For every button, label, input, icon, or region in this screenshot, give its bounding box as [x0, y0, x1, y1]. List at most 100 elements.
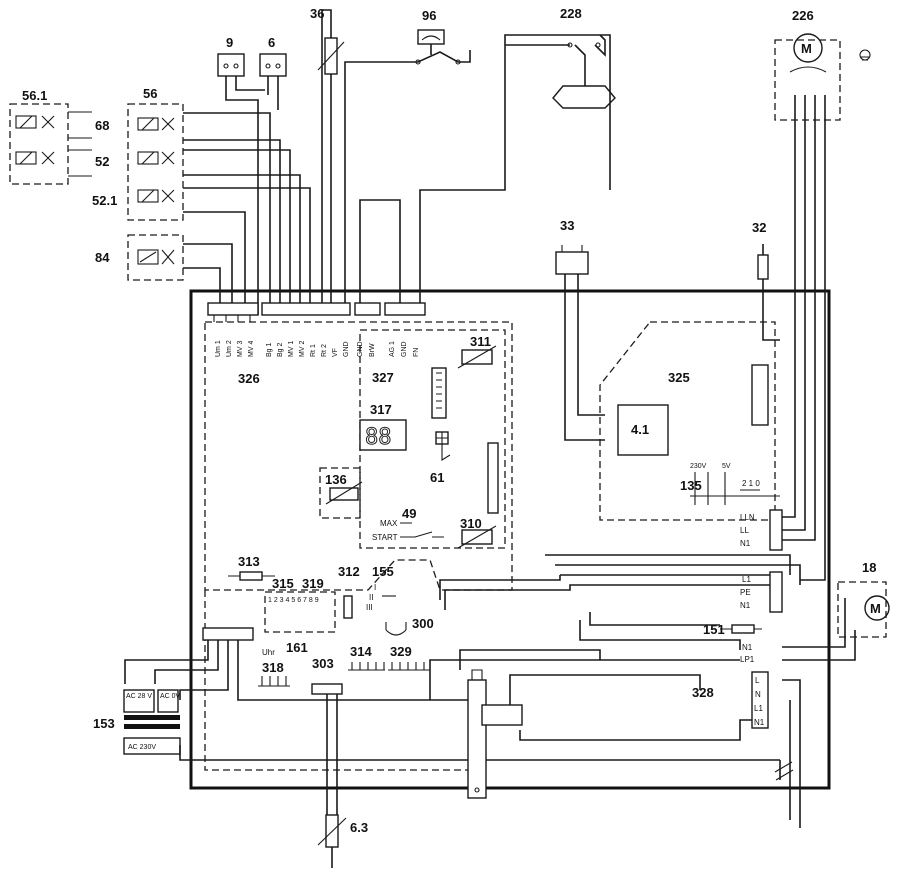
pot-311 — [457, 345, 497, 369]
wire-bus-10 — [509, 674, 701, 705]
ac-28v: AC 28 V — [126, 693, 152, 700]
wire-top-bus — [359, 199, 401, 315]
component-312 — [343, 595, 353, 619]
motor-18-label: M — [870, 601, 881, 616]
label-161: 161 — [286, 640, 308, 655]
terminal-n1-a: N1 — [740, 539, 751, 548]
wire-226 — [782, 95, 826, 581]
pin-rt1: Rt 1 — [310, 344, 317, 357]
dip-switch-315: 1 2 3 4 5 6 7 8 9 — [264, 591, 336, 633]
wire-96 — [344, 61, 405, 315]
wire-325-top — [762, 325, 780, 341]
wire-transformer — [124, 640, 470, 701]
connector-left-bottom — [202, 627, 254, 641]
terminal-l1: L1 — [742, 575, 751, 584]
label-33: 33 — [560, 218, 574, 233]
connector-314 — [348, 662, 385, 671]
label-68: 68 — [95, 118, 109, 133]
label-56: 56 — [143, 86, 157, 101]
terminal-328-l: L — [755, 676, 760, 685]
pin-bg1: Bg 1 — [266, 342, 273, 357]
terminal-strip-center — [467, 669, 523, 799]
earth-symbol — [774, 761, 794, 781]
component-96 — [405, 29, 471, 65]
selector-155-iii: III — [366, 603, 373, 612]
label-135: 135 — [680, 478, 702, 493]
component-56-1 — [9, 103, 69, 185]
component-9 — [217, 53, 245, 77]
pin-mv2: MV 2 — [299, 341, 306, 357]
display-317-value: 88 — [365, 425, 392, 450]
connector-326-mid — [261, 302, 351, 316]
wire-bus-1 — [545, 554, 791, 575]
fuse-313 — [228, 571, 275, 581]
label-311: 311 — [470, 334, 491, 349]
label-314: 314 — [350, 644, 372, 659]
component-4-1 — [617, 404, 669, 456]
component-32 — [757, 254, 769, 280]
terminals-c: N1 LP1 — [740, 643, 755, 664]
wire-bus-2 — [555, 564, 801, 585]
label-226: 226 — [792, 8, 814, 23]
module-327-outline — [359, 329, 506, 549]
wire-84-a — [183, 243, 233, 315]
label-6: 6 — [268, 35, 275, 50]
label-325: 325 — [668, 370, 690, 385]
selector-155-i: I — [374, 583, 376, 592]
component-84 — [127, 234, 184, 281]
wire-33 — [564, 274, 605, 441]
wire-bus-11 — [519, 719, 752, 741]
wire-56-d — [183, 174, 301, 315]
main-board-outline — [189, 289, 831, 790]
module-153-outline — [204, 590, 480, 771]
pin-ag1: AG 1 — [389, 341, 396, 357]
wire-56-b — [183, 139, 281, 315]
label-32: 32 — [752, 220, 766, 235]
ac-0v: AC 0V — [160, 693, 181, 700]
connector-318 — [258, 676, 290, 687]
voltage-5v: 5V — [722, 463, 731, 470]
dip-315-numbers: 1 2 3 4 5 6 7 8 9 — [268, 597, 319, 604]
motor-226-label: M — [801, 41, 812, 56]
terminal-328-l1: L1 — [754, 704, 763, 713]
component-56 — [127, 103, 184, 221]
selector-155-ii: II — [369, 593, 373, 602]
component-18: M — [837, 581, 890, 638]
dip-connector-325 — [751, 364, 769, 426]
terminal-lln: LLN — [740, 513, 755, 522]
label-uhr: Uhr — [262, 648, 275, 657]
terminal-lp1: LP1 — [740, 655, 755, 664]
pin-fn: FN — [413, 348, 420, 357]
component-328: L N L1 N1 — [751, 671, 769, 729]
connector-327-right — [487, 442, 499, 514]
label-312: 312 — [338, 564, 360, 579]
connector-326-left — [207, 302, 259, 322]
label-329: 329 — [390, 644, 412, 659]
component-6-3 — [317, 814, 347, 848]
label-228: 228 — [560, 6, 582, 21]
label-310: 310 — [460, 516, 482, 531]
label-max: MAX — [380, 519, 398, 528]
dip-connector-327 — [431, 367, 447, 419]
wire-bus-9 — [429, 659, 740, 700]
pin-um2: Um 2 — [226, 340, 233, 357]
label-328: 328 — [692, 685, 714, 700]
pin-gnd-b: GND — [357, 341, 364, 357]
wire-bus-4 — [439, 575, 561, 600]
connector-326-b — [354, 302, 381, 316]
label-start: START — [372, 533, 398, 542]
label-315: 315 — [272, 576, 294, 591]
pin-mv1: MV 1 — [288, 341, 295, 357]
terminals-b: L1 PE N1 — [740, 571, 783, 613]
pin-mv4: MV 4 — [248, 341, 255, 357]
label-96: 96 — [422, 8, 436, 23]
pins-b: GND BrW — [357, 341, 376, 357]
wire-52-1-a — [183, 187, 311, 315]
pin-vf: VF — [332, 348, 339, 357]
wire-52-1-b — [183, 211, 246, 315]
pot-136 — [319, 467, 363, 519]
switch-135-positions: 2 1 0 — [742, 479, 760, 488]
label-36: 36 — [310, 6, 324, 21]
label-313: 313 — [238, 554, 260, 569]
